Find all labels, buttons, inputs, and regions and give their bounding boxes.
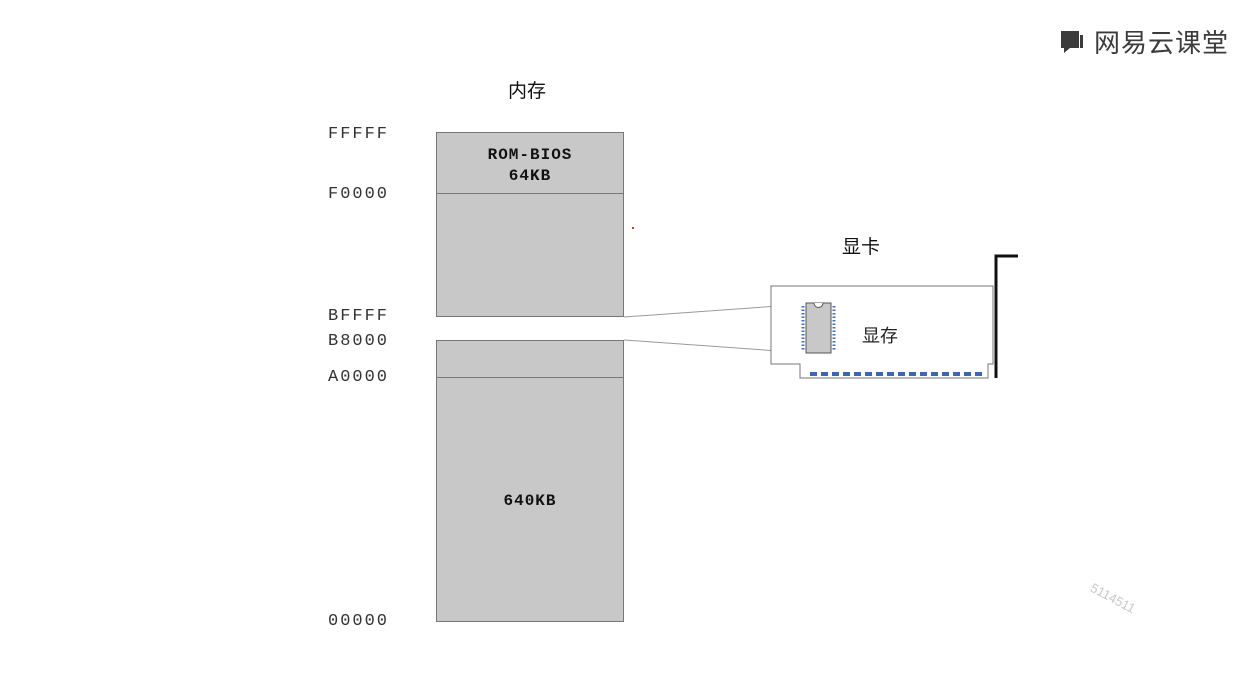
ram-size-label: 640KB [503,492,557,510]
card-bracket [994,254,1018,378]
vram-chip-icon [801,302,836,354]
address-00000: 00000 [328,612,390,631]
rom-divider [437,193,623,194]
memory-title: 内存 [508,80,547,102]
lower-memory-block: 640KB [436,340,624,622]
address-a0000: A0000 [328,368,390,387]
upper-memory-block: ROM-BIOS 64KB [436,132,624,317]
brand-name: 网易云课堂 [1093,28,1229,59]
address-f0000: F0000 [328,185,390,204]
rom-bios-label: ROM-BIOS [487,146,573,164]
graphics-card-title: 显卡 [842,236,881,258]
vram-label: 显存 [862,326,898,347]
address-b8000: B8000 [328,332,390,351]
book-icon [1060,31,1083,53]
address-fffff: FFFFF [328,125,390,144]
red-dot [632,227,634,229]
rom-size-label: 64KB [508,167,552,185]
address-bffff: BFFFF [328,307,390,326]
brand-logo: 网易云课堂 [1058,24,1229,59]
a0000-divider [437,377,623,378]
